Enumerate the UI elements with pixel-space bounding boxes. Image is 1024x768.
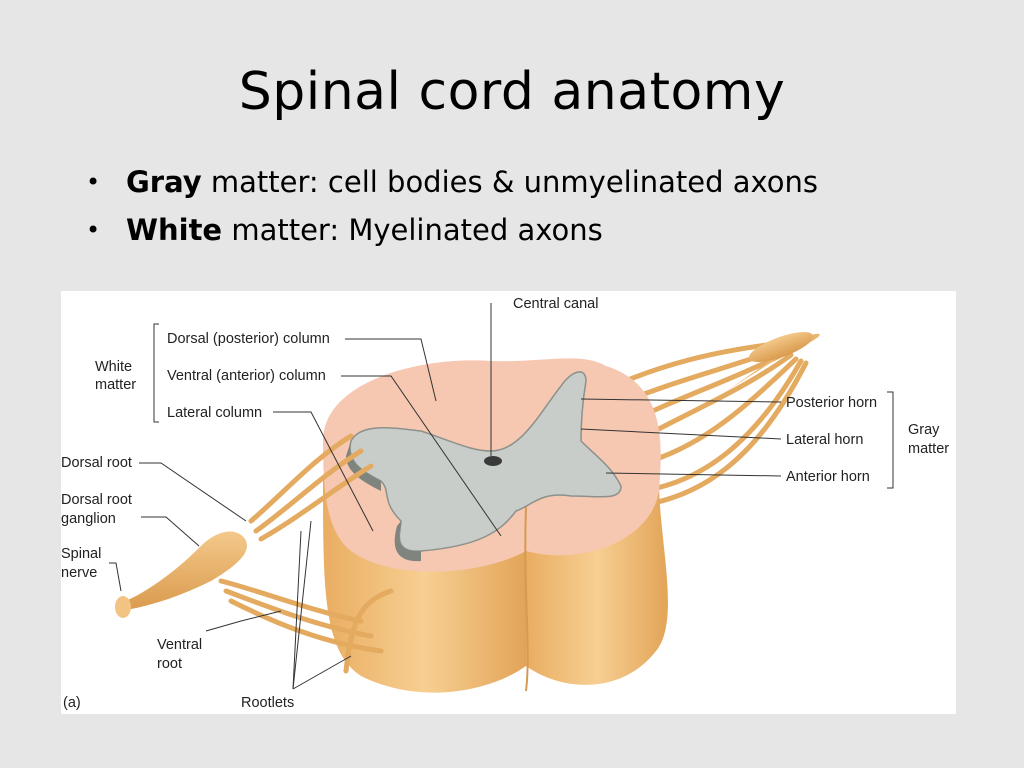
label-central-canal: Central canal — [513, 296, 599, 312]
label-spinal-nerve-line1: Spinal — [61, 546, 102, 562]
bullet-gray-matter: • Gray matter: cell bodies & unmyelinate… — [86, 160, 818, 208]
label-posterior-horn: Posterior horn — [786, 395, 878, 411]
dorsal-root-ganglion — [121, 531, 247, 611]
label-dorsal-root: Dorsal root — [61, 455, 132, 471]
spinal-cord-illustration — [109, 303, 894, 693]
bullet-bold-term: White — [126, 213, 223, 247]
label-gray-matter-line1: Gray — [908, 422, 940, 438]
bullet-text: matter: cell bodies & unmyelinated axons — [201, 165, 819, 199]
leader-lines — [109, 303, 894, 690]
bullet-bold-term: Gray — [126, 165, 202, 199]
label-dorsal-column: Dorsal (posterior) column — [167, 331, 330, 347]
label-drg-line2: ganglion — [61, 511, 116, 527]
label-gray-matter-line2: matter — [908, 441, 950, 457]
label-ventral-root-line2: root — [157, 656, 182, 672]
central-canal-hole — [484, 456, 502, 466]
label-panel-a: (a) — [63, 695, 81, 711]
spinal-cord-figure: Central canal Dorsal (posterior) column … — [61, 291, 956, 714]
label-lateral-horn: Lateral horn — [786, 432, 864, 448]
label-lateral-column: Lateral column — [167, 405, 263, 421]
label-ventral-column: Ventral (anterior) column — [167, 368, 326, 384]
left-nerve-fibers — [218, 433, 394, 674]
label-white-matter-line1: White — [95, 359, 133, 375]
bullet-text: matter: Myelinated axons — [222, 213, 603, 247]
label-rootlets: Rootlets — [241, 695, 295, 711]
right-nerve-end — [748, 332, 814, 362]
label-ventral-root-line1: Ventral — [157, 637, 203, 653]
bullet-dot: • — [86, 168, 101, 196]
label-spinal-nerve-line2: nerve — [61, 565, 98, 581]
bullet-list: • Gray matter: cell bodies & unmyelinate… — [86, 160, 818, 256]
bullet-white-matter: • White matter: Myelinated axons — [86, 208, 818, 256]
label-drg-line1: Dorsal root — [61, 492, 132, 508]
label-anterior-horn: Anterior horn — [786, 469, 870, 485]
bullet-dot: • — [86, 216, 101, 244]
label-white-matter-line2: matter — [95, 377, 137, 393]
slide-title: Spinal cord anatomy — [238, 62, 786, 122]
spinal-nerve-end — [115, 596, 131, 618]
